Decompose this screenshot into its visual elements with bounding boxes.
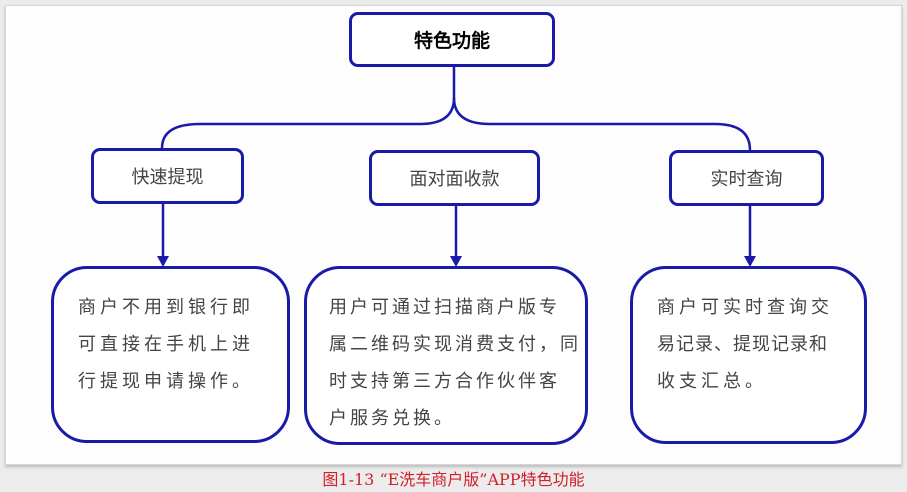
feature-label: 面对面收款 [409,169,500,190]
arrowhead-2 [450,256,462,267]
desc-node-face-to-face: 用户可通过扫描商户版专 属二维码实现消费支付，同 时支持第三方合作伙伴客 户服务… [304,266,588,445]
desc-line: 易记录、提现记录和 [657,334,828,355]
desc-line: 可直接在手机上进 [78,334,254,355]
desc-line: 商户可实时查询交 [657,297,833,318]
feature-node-quick-withdraw: 快速提现 [91,148,244,204]
arrowhead-3 [744,256,756,267]
desc-node-realtime-query: 商户可实时查询交 易记录、提现记录和 收支汇总。 [630,266,867,444]
feature-label: 实时查询 [710,169,783,190]
desc-line: 行提现申请操作。 [78,371,254,392]
feature-label: 快速提现 [131,167,204,188]
root-label: 特色功能 [413,30,490,52]
desc-line: 用户可通过扫描商户版专 [329,297,560,318]
desc-line: 属二维码实现消费支付，同 [329,334,581,355]
desc-line: 户服务兑换。 [329,408,455,429]
connector-root [160,66,456,149]
figure-caption: 图1-13 “E洗车商户版”APP特色功能 [322,470,585,489]
desc-node-quick-withdraw: 商户不用到银行即 可直接在手机上进 行提现申请操作。 [51,266,290,443]
arrowhead-1 [157,256,169,267]
desc-line: 商户不用到银行即 [78,297,254,318]
connector-root-right [452,97,752,151]
desc-line: 收支汇总。 [657,371,767,392]
root-node: 特色功能 [349,12,555,67]
feature-node-realtime-query: 实时查询 [669,150,824,206]
feature-node-face-to-face: 面对面收款 [369,150,540,206]
desc-line: 时支持第三方合作伙伴客 [329,371,560,392]
